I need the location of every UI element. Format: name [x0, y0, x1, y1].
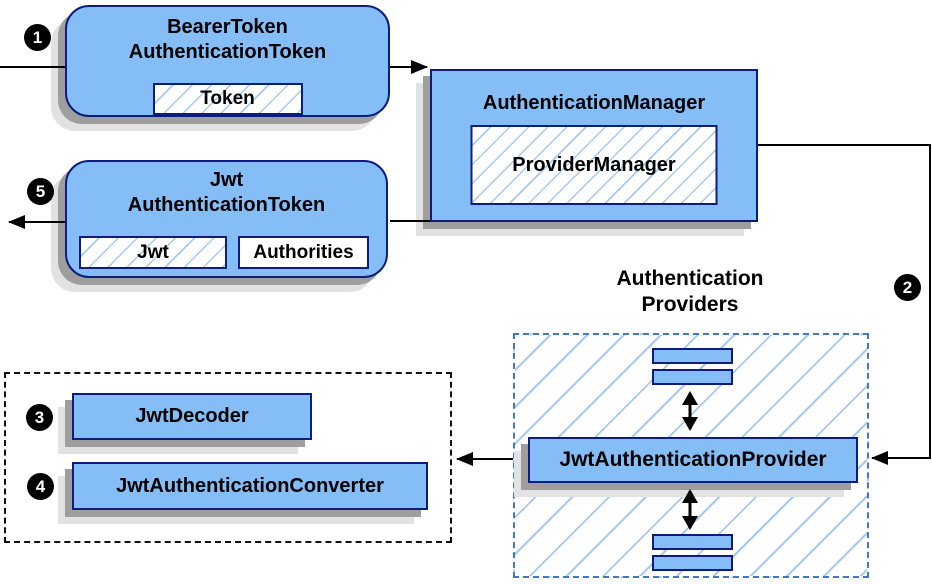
authentication-providers-label-line2: Providers [641, 293, 739, 316]
token-field: Token [152, 83, 303, 115]
jwt-field: Jwt [79, 236, 227, 269]
step-2-number: 2 [902, 278, 913, 297]
jwt-token-title-line2: AuthenticationToken [127, 194, 326, 216]
provider-slot-bottom-1 [652, 534, 733, 550]
bearer-token-title-line2: AuthenticationToken [128, 41, 327, 63]
jwt-field-label: Jwt [137, 241, 169, 263]
step-5-number: 5 [35, 182, 46, 201]
step-2-marker: 2 [894, 274, 921, 301]
jwt-decoder-node: JwtDecoder [72, 393, 312, 440]
jwt-authentication-converter-node: JwtAuthenticationConverter [72, 462, 428, 510]
provider-slot-bottom-2 [652, 555, 733, 571]
authentication-providers-label: Authentication Providers [540, 266, 840, 318]
bearer-token-title-line1: BearerToken [167, 16, 288, 38]
authorities-field-label: Authorities [253, 241, 354, 263]
provider-manager-inner-box: ProviderManager [470, 125, 718, 205]
bearer-token-authentication-token-node: BearerToken AuthenticationToken Token [65, 5, 390, 117]
authentication-manager-node: AuthenticationManager ProviderManager [430, 69, 758, 222]
jwt-decoder-label: JwtDecoder [135, 405, 249, 427]
authentication-manager-title: AuthenticationManager [482, 92, 706, 114]
provider-manager-label: ProviderManager [512, 153, 676, 176]
jwt-authentication-provider-node: JwtAuthenticationProvider [528, 437, 858, 483]
authorities-field: Authorities [238, 236, 369, 269]
step-4-marker: 4 [27, 473, 54, 500]
step-5-marker: 5 [27, 178, 54, 205]
step-1-marker: 1 [24, 24, 51, 51]
step-3-number: 3 [34, 408, 45, 427]
jwt-authentication-token-node: Jwt AuthenticationToken Jwt Authorities [65, 160, 388, 278]
token-field-label: Token [200, 88, 255, 109]
jwt-authentication-provider-label: JwtAuthenticationProvider [559, 448, 827, 471]
provider-slot-top-2 [652, 369, 733, 385]
provider-slot-top-1 [652, 348, 733, 364]
step-4-number: 4 [35, 477, 46, 496]
step-1-number: 1 [32, 28, 43, 47]
step-3-marker: 3 [26, 404, 53, 431]
authentication-providers-label-line1: Authentication [616, 267, 764, 290]
jwt-token-title-line1: Jwt [209, 169, 244, 191]
jwt-authentication-converter-label: JwtAuthenticationConverter [116, 474, 384, 497]
